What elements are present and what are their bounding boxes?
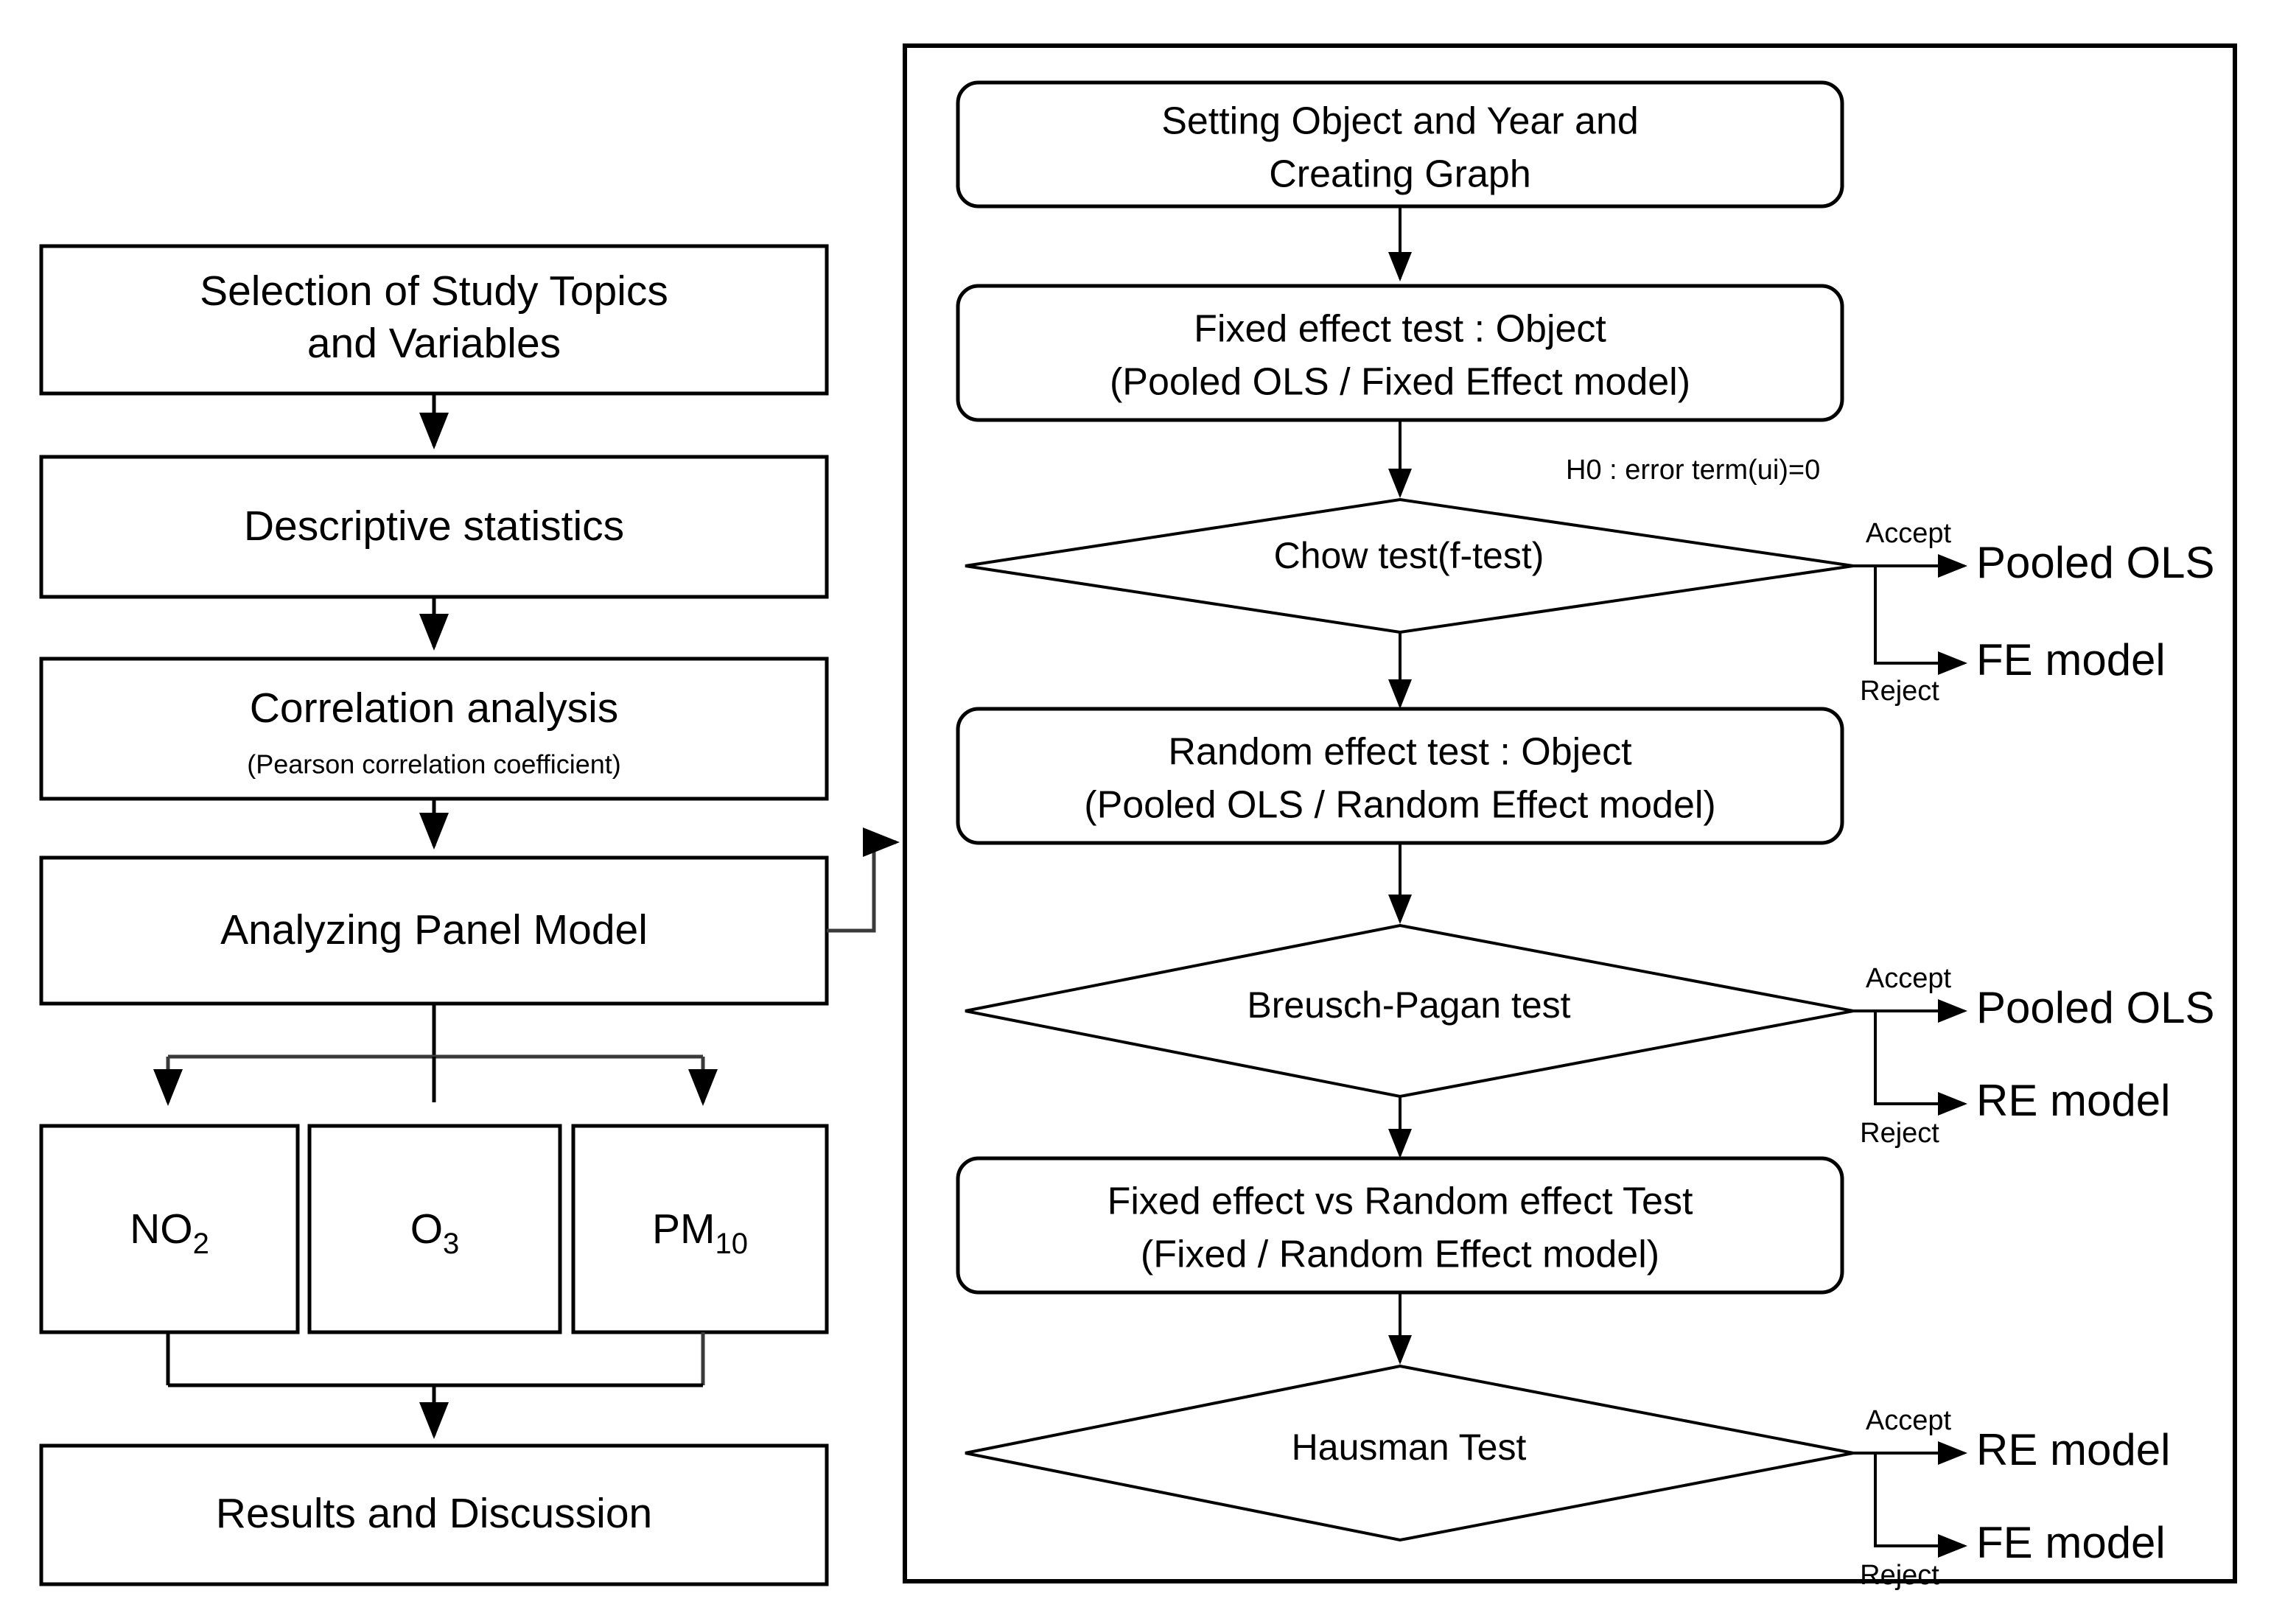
hausman-accept-outcome: RE model	[1976, 1425, 2170, 1474]
arrow-chow-reject	[1874, 566, 1967, 675]
node-fe-test-line2: (Pooled OLS / Fixed Effect model)	[1110, 361, 1690, 404]
node-no2-label: NO2	[130, 1205, 209, 1260]
o3-base: O	[410, 1205, 443, 1253]
node-pm10-label: PM10	[652, 1205, 748, 1260]
node-setting-object-and-year[interactable]: Setting Object and Year and Creating Gra…	[956, 80, 1844, 209]
pm10-base: PM	[652, 1205, 715, 1253]
hausman-accept-label: Accept	[1866, 1405, 1952, 1436]
chow-reject-outcome: FE model	[1976, 635, 2166, 685]
node-selection-line1: Selection of Study Topics	[200, 267, 668, 315]
no2-base: NO	[130, 1205, 193, 1253]
node-fevsre-line1: Fixed effect vs Random effect Test	[1107, 1180, 1693, 1223]
node-fixed-effect-test[interactable]: Fixed effect test : Object (Pooled OLS /…	[956, 284, 1844, 422]
node-selection-line2: and Variables	[307, 320, 561, 367]
node-fevsre-line2: (Fixed / Random Effect model)	[1141, 1233, 1659, 1276]
node-setting-line1: Setting Object and Year and	[1161, 100, 1639, 143]
bp-accept-label: Accept	[1866, 963, 1952, 994]
arrow-bp-reject	[1874, 1011, 1967, 1116]
no2-sub: 2	[193, 1228, 209, 1260]
node-results-line1: Results and Discussion	[216, 1490, 652, 1537]
decision-hausman-test[interactable]: Hausman Test	[965, 1364, 1854, 1542]
decision-chow-test[interactable]: Chow test(f-test)	[965, 497, 1854, 634]
node-results-and-discussion[interactable]: Results and Discussion	[39, 1443, 829, 1586]
chow-accept-label: Accept	[1866, 518, 1952, 549]
node-correlation-analysis[interactable]: Correlation analysis (Pearson correlatio…	[39, 657, 829, 801]
pm10-sub: 10	[715, 1228, 749, 1260]
hausman-reject-outcome: FE model	[1976, 1518, 2166, 1567]
node-random-effect-test[interactable]: Random effect test : Object (Pooled OLS …	[956, 707, 1844, 845]
node-o3-label: O3	[410, 1205, 460, 1260]
node-descriptive-statistics[interactable]: Descriptive statistics	[39, 455, 829, 599]
node-correlation-line2: (Pearson correlation coefficient)	[247, 749, 621, 780]
node-analyzing-panel-model[interactable]: Analyzing Panel Model	[39, 855, 829, 1006]
node-pollutant-no2[interactable]: NO2	[39, 1124, 300, 1334]
bp-reject-label: Reject	[1860, 1118, 1939, 1149]
node-re-test-line2: (Pooled OLS / Random Effect model)	[1084, 784, 1715, 827]
decision-chow-label: Chow test(f-test)	[1274, 535, 1544, 576]
node-re-test-line1: Random effect test : Object	[1168, 731, 1632, 774]
hypothesis-h0-label: H0 : error term(ui)=0	[1566, 455, 1820, 486]
node-selection-of-study-topics[interactable]: Selection of Study Topics and Variables	[39, 244, 829, 396]
bp-reject-outcome: RE model	[1976, 1076, 2170, 1125]
node-descriptive-line1: Descriptive statistics	[244, 503, 624, 550]
node-correlation-line1: Correlation analysis	[250, 685, 619, 732]
bp-accept-outcome: Pooled OLS	[1976, 983, 2215, 1032]
chow-reject-label: Reject	[1860, 676, 1939, 707]
node-fixed-vs-random-effect-test[interactable]: Fixed effect vs Random effect Test (Fixe…	[956, 1156, 1844, 1295]
arrow-hausman-reject	[1874, 1453, 1967, 1558]
node-fe-test-line1: Fixed effect test : Object	[1194, 308, 1606, 351]
node-pollutant-o3[interactable]: O3	[307, 1124, 562, 1334]
chow-accept-outcome: Pooled OLS	[1976, 538, 2215, 587]
arrow-panel-to-right-panel	[827, 827, 900, 933]
o3-sub: 3	[443, 1228, 459, 1260]
node-pollutant-pm10[interactable]: PM10	[571, 1124, 829, 1334]
decision-bp-label: Breusch-Pagan test	[1247, 984, 1570, 1026]
decision-hausman-label: Hausman Test	[1292, 1427, 1527, 1468]
hausman-reject-label: Reject	[1860, 1560, 1939, 1591]
node-panel-line1: Analyzing Panel Model	[220, 906, 648, 953]
node-setting-line2: Creating Graph	[1269, 153, 1531, 196]
